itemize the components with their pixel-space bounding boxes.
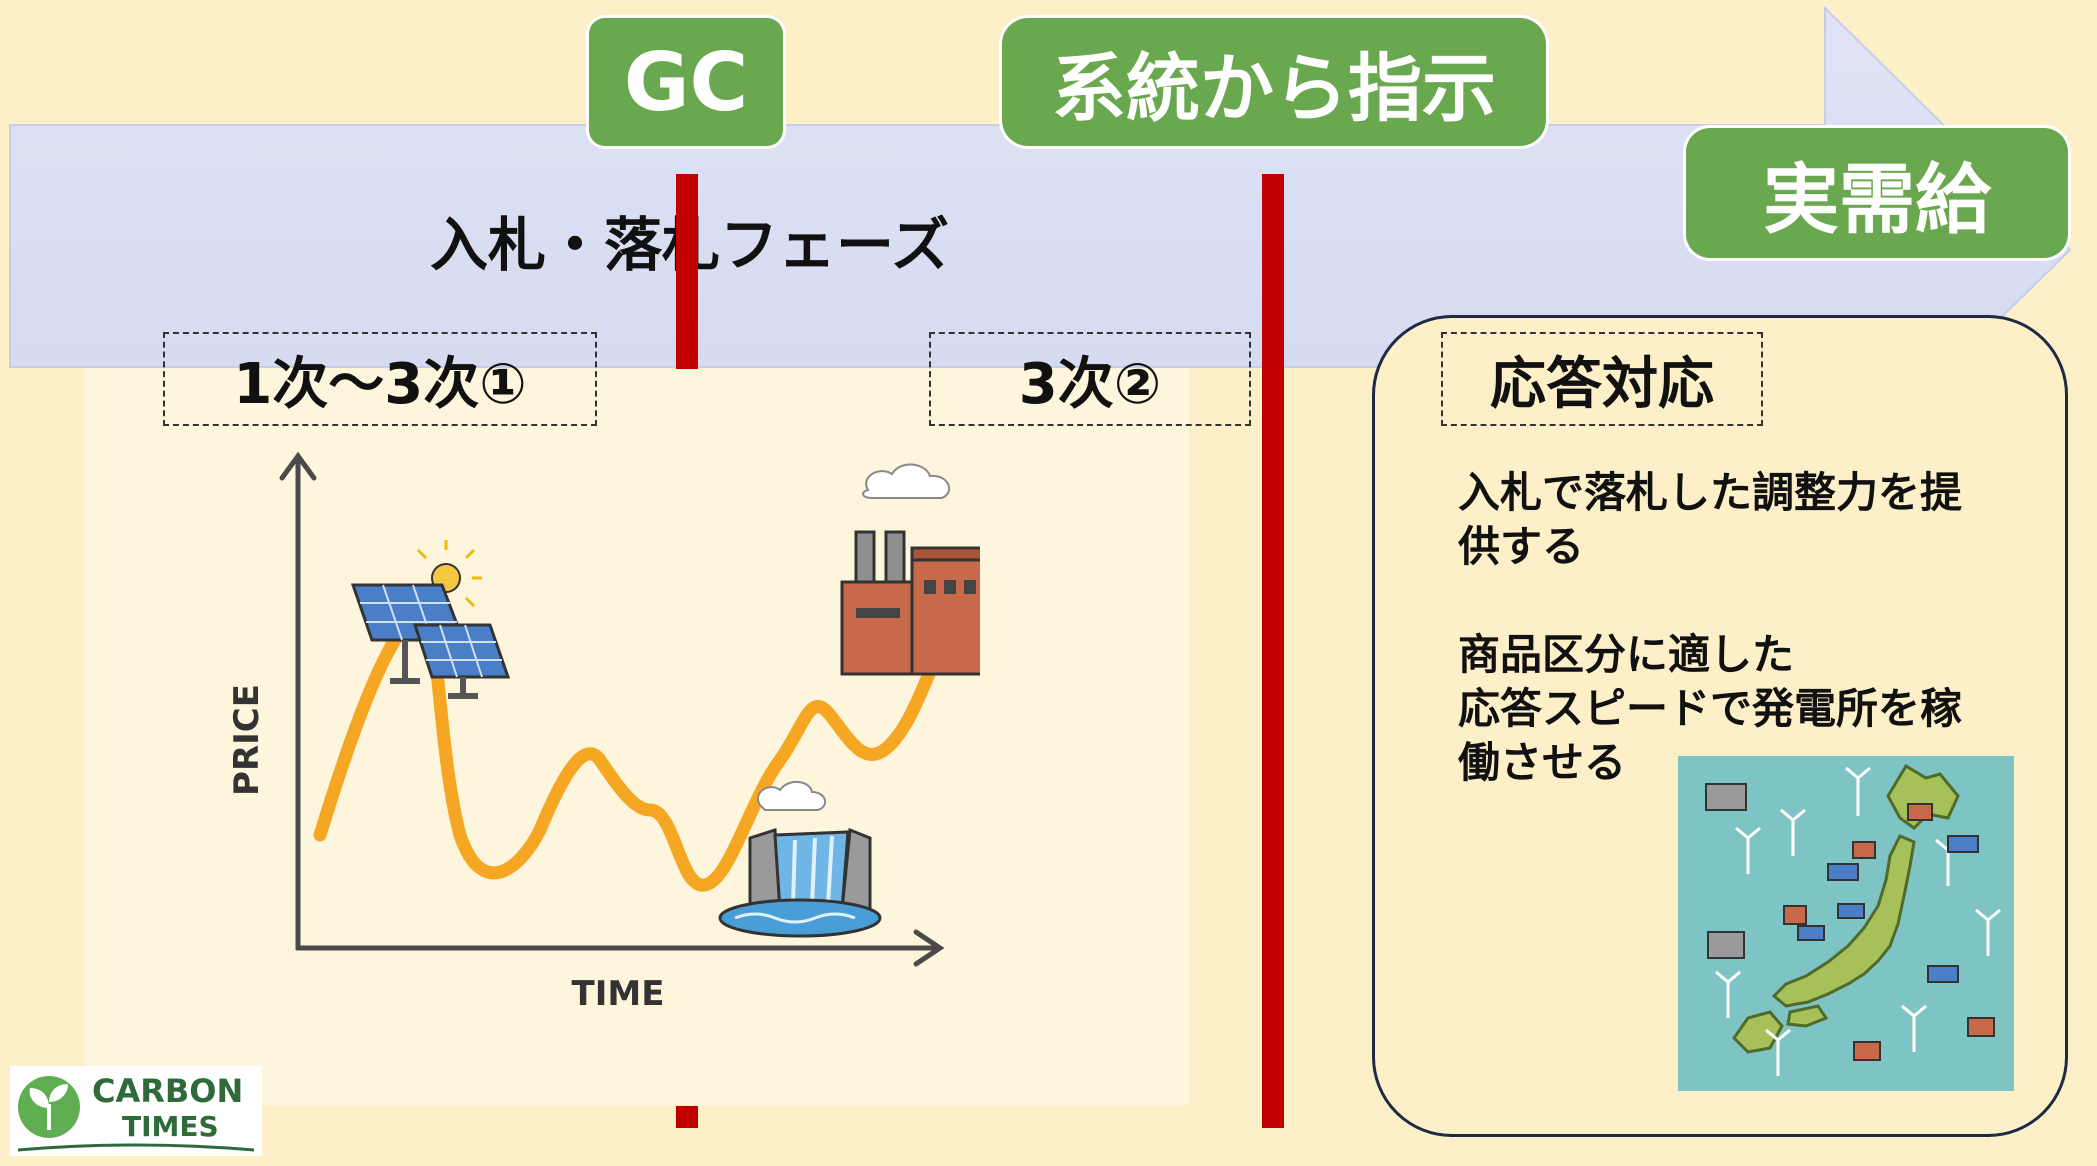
map-factory-icons <box>1783 803 1995 1061</box>
hydro-dam-icon <box>718 781 882 938</box>
map-dam-icons <box>1705 783 1747 959</box>
logo-swoosh <box>17 1143 255 1152</box>
y-axis-label: PRICE <box>227 684 267 796</box>
logo-line-2: TIMES <box>122 1110 219 1143</box>
response-line-3: 商品区分に適した <box>1458 630 1795 679</box>
chart-panel <box>84 330 1189 1105</box>
sprout-icon <box>18 1076 80 1138</box>
x-axis-arrowhead <box>913 929 945 967</box>
response-heading: 応答対応 <box>1441 332 1763 426</box>
response-line-5: 働させる <box>1458 738 1627 787</box>
wind-turbine-icons <box>1715 766 2001 1076</box>
logo-line-1: CARBON <box>92 1072 244 1110</box>
factory-icon <box>840 463 980 676</box>
grid-instruction-label: 系統から指示 <box>1002 18 1546 146</box>
response-text: 入札で落札した調整力を提 供する 商品区分に適した 応答スピードで発電所を稼 働… <box>1458 466 2018 790</box>
actual-supply-label: 実需給 <box>1686 128 2068 258</box>
carbon-times-logo: CARBON TIMES <box>10 1066 262 1156</box>
japan-landmass <box>1732 763 1960 1054</box>
solar-panel-icon <box>350 540 511 699</box>
y-axis-arrowhead <box>279 451 317 481</box>
gc-line-upper <box>676 174 698 369</box>
response-line-2: 供する <box>1458 522 1585 571</box>
product-primary-to-tertiary: 1次～3次① <box>163 332 597 426</box>
response-line-1: 入札で落札した調整力を提 <box>1458 468 1963 517</box>
gc-line-lower <box>676 1106 698 1128</box>
grid-instruction-line <box>1262 174 1284 1128</box>
price-chart: PRICE TIME <box>227 451 980 1014</box>
map-solar-icons <box>1797 835 1979 983</box>
product-tertiary2: 3次② <box>929 332 1251 426</box>
gc-label: GC <box>589 18 783 146</box>
x-axis-label: TIME <box>572 974 665 1014</box>
response-line-4: 応答スピードで発電所を稼 <box>1458 684 1963 733</box>
japan-energy-map <box>1678 756 2014 1091</box>
